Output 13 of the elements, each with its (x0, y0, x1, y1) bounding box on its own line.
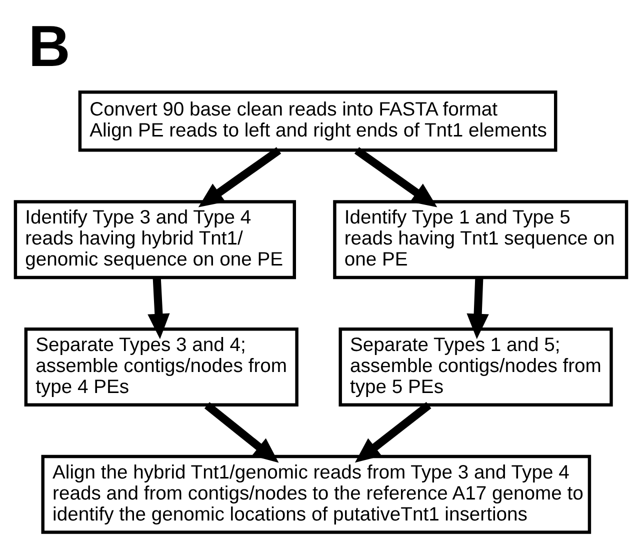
node-box: Separate Types 1 and 5; assemble contigs/nodes from type 5 PEs (338, 328, 612, 407)
arrow (147, 278, 170, 340)
node-box: Identify Type 1 and Type 5 reads having Tnt1 sequence on one PE (332, 200, 628, 280)
diagram-title: B (28, 14, 70, 79)
arrow (354, 147, 437, 208)
arrow (466, 278, 488, 340)
node-box: Separate Types 3 and 4; assemble contigs/nodes from type 4 PEs (24, 328, 298, 407)
node-box: Identify Type 3 and Type 4 reads having hybrid Tnt1/ genomic sequence on one PE (13, 200, 296, 280)
node-box: Convert 90 base clean reads into FASTA format Align PE reads to left and right ends of Tnt1 elements (78, 90, 557, 152)
arrow (198, 147, 281, 208)
node-box: Align the hybrid Tnt1/genomic reads from Type 3 and Type 4 reads and from contigs/nodes to the reference A17 genome to identify the genomic locations of putativeTnt1 insertions (40, 454, 591, 534)
arrow (204, 402, 278, 463)
arrow (354, 402, 431, 463)
